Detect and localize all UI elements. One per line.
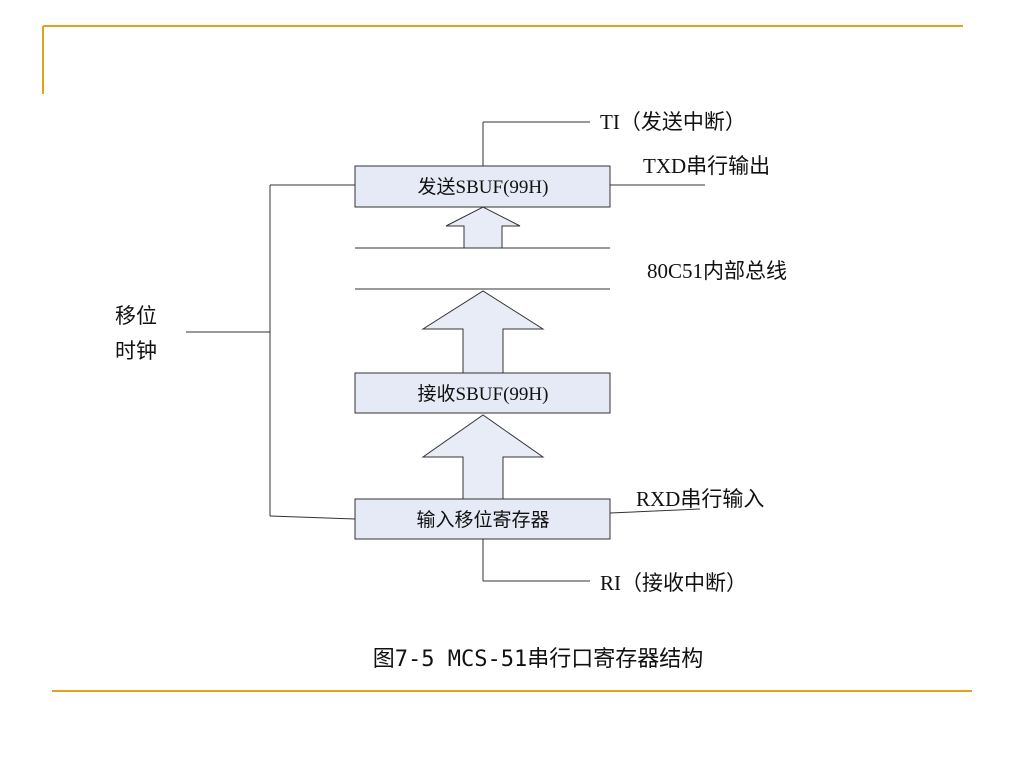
send-sbuf-box <box>354 165 611 208</box>
connector-lines <box>186 121 705 582</box>
rxd-connector <box>609 508 701 514</box>
arrow-to-send-buffer <box>445 206 521 249</box>
receive-sbuf-label: 接收SBUF(99H) <box>418 383 549 405</box>
arrow-receive-from-register <box>421 414 545 500</box>
figure-caption: 图7-5 MCS-51串行口寄存器结构 <box>373 647 703 672</box>
receive-sbuf-box <box>354 372 611 414</box>
shift-clock-label-line2: 时钟 <box>115 339 157 363</box>
ri-label: RI（接收中断） <box>600 571 747 595</box>
bus-label: 80C51内部总线 <box>647 259 787 283</box>
txd-label: TXD串行输出 <box>643 154 770 178</box>
rxd-label: RXD串行输入 <box>636 487 764 511</box>
shift-register-label: 输入移位寄存器 <box>416 509 549 531</box>
shift-clock-to-register <box>269 515 356 520</box>
arrow-bus-from-receive <box>421 290 545 374</box>
ti-label: TI（发送中断） <box>600 110 746 134</box>
shift-register-box <box>354 498 611 540</box>
shift-clock-label-line1: 移位 <box>115 304 157 328</box>
send-sbuf-label: 发送SBUF(99H) <box>418 176 549 198</box>
